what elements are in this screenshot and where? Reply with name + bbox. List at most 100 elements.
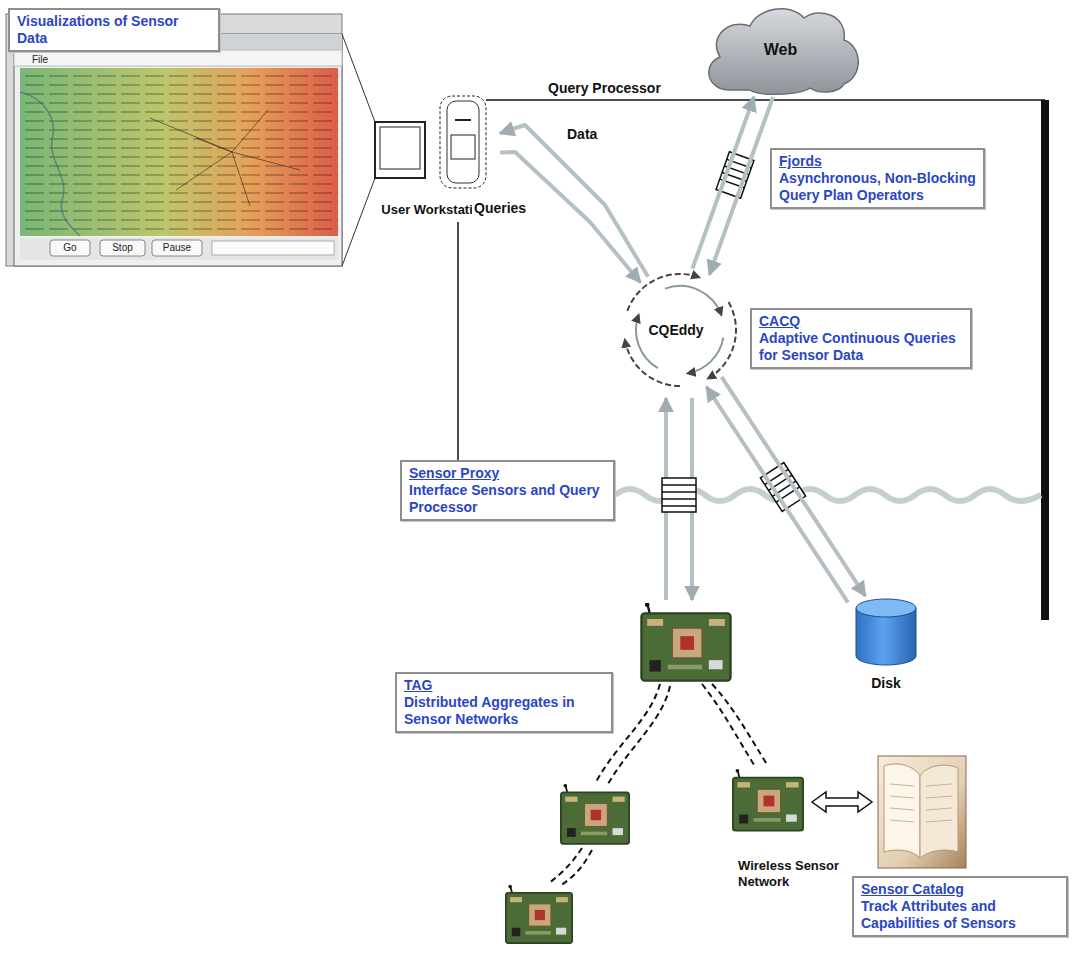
queue-icon-part-part bbox=[662, 498, 696, 500]
callout-box: Visualizations of Sensor Data bbox=[8, 8, 220, 52]
node-title: Sensor Catalog bbox=[861, 881, 1059, 898]
book-cover bbox=[878, 756, 966, 868]
book-lines-part bbox=[926, 784, 952, 786]
node-body: Adaptive Continuous Queries for Sensor D… bbox=[759, 330, 963, 364]
sensor-links-part bbox=[232, 152, 300, 170]
button-label: Stop bbox=[100, 242, 145, 254]
radio-link-part bbox=[548, 848, 582, 884]
node-body: Asynchronous, Non-Blocking Query Plan Op… bbox=[779, 170, 976, 204]
book-lines-part bbox=[926, 820, 952, 822]
zoom-line bbox=[342, 178, 375, 266]
node-title: Visualizations of Sensor Data bbox=[17, 13, 211, 47]
callout-box: Sensor CatalogTrack Attributes and Capab… bbox=[852, 876, 1068, 937]
button bbox=[100, 240, 145, 256]
swirl-arrow bbox=[688, 338, 724, 374]
node-title: CACQ bbox=[759, 313, 963, 330]
status-field bbox=[212, 241, 334, 255]
menu-label: File bbox=[32, 54, 48, 66]
radio-link-part bbox=[702, 684, 756, 768]
node-title: Fjords bbox=[779, 153, 976, 170]
eddy-circle: CQEddy bbox=[618, 268, 742, 392]
node-body: Interface Sensors and Query Processor bbox=[409, 482, 606, 516]
heat-map bbox=[20, 68, 338, 236]
swirl-arrow bbox=[625, 340, 680, 386]
book-lines-part bbox=[890, 796, 914, 798]
radio-link-part bbox=[608, 686, 670, 784]
monitor-screen bbox=[380, 127, 420, 169]
flow-arrow bbox=[692, 97, 753, 269]
flow-arrow bbox=[722, 377, 866, 596]
sensor-mote bbox=[733, 769, 803, 831]
swirl-arrow bbox=[627, 274, 699, 311]
queue-icon bbox=[662, 478, 696, 512]
book-lines-part bbox=[890, 808, 914, 810]
drive-bay bbox=[451, 135, 475, 159]
book-lines-part bbox=[890, 784, 914, 786]
flow-arrow bbox=[500, 152, 640, 282]
sensor-links-part bbox=[176, 152, 232, 190]
sensor-mote bbox=[641, 602, 730, 680]
swirl-arrow bbox=[665, 286, 721, 315]
callout-box: FjordsAsynchronous, Non-Blocking Query P… bbox=[770, 148, 985, 209]
callout-box: Sensor ProxyInterface Sensors and Query … bbox=[400, 460, 615, 521]
book-page bbox=[884, 764, 920, 858]
region-label: Query Processor bbox=[548, 80, 661, 97]
flow-arrow bbox=[709, 97, 773, 275]
sensor-links-part bbox=[232, 152, 250, 206]
query-processor-bar bbox=[1041, 100, 1049, 620]
node-title: Web bbox=[764, 41, 797, 59]
double-arrow bbox=[812, 792, 872, 812]
node-title: TAG bbox=[404, 677, 604, 694]
network-label: Wireless Sensor Network bbox=[738, 858, 848, 890]
button-label: Go bbox=[50, 242, 90, 254]
zoom-line bbox=[342, 34, 375, 122]
sensor-links-part bbox=[196, 138, 232, 152]
node-body: Track Attributes and Capabilities of Sen… bbox=[861, 898, 1059, 932]
node-title: CQEddy bbox=[648, 322, 703, 338]
sensor-mote bbox=[506, 885, 572, 943]
book-picture bbox=[878, 756, 966, 868]
book-lines-part bbox=[890, 820, 914, 822]
radio-link-part bbox=[712, 684, 768, 766]
book-page bbox=[920, 765, 958, 858]
node-title: Sensor Proxy bbox=[409, 465, 606, 482]
flow-arrow bbox=[706, 387, 848, 603]
drive-slot bbox=[455, 119, 471, 121]
queue-icon-part bbox=[662, 478, 696, 512]
book-lines-part bbox=[926, 796, 952, 798]
menu-bar bbox=[14, 50, 342, 66]
front-window bbox=[14, 34, 342, 266]
workstation-icon bbox=[375, 96, 486, 188]
radio-link-part bbox=[560, 850, 592, 886]
web-cloud: Web bbox=[698, 2, 863, 97]
edge-label: Queries bbox=[472, 200, 528, 217]
disk-cylinder: Disk bbox=[848, 596, 924, 692]
button-bar bbox=[20, 238, 338, 260]
sensor-links-part bbox=[232, 110, 268, 152]
value-grid bbox=[20, 68, 338, 236]
disk-shape bbox=[848, 596, 924, 668]
query-processor-boundary bbox=[486, 99, 1045, 101]
sensor-links bbox=[150, 110, 300, 206]
callout-box: CACQAdaptive Continuous Queries for Sens… bbox=[750, 308, 972, 369]
button-label: Pause bbox=[152, 242, 202, 254]
edge-label: Data bbox=[565, 126, 599, 143]
tower bbox=[440, 96, 486, 188]
query-processor-boundary bbox=[457, 222, 459, 460]
node-body: Distributed Aggregates in Sensor Network… bbox=[404, 694, 604, 728]
tower-front bbox=[447, 101, 479, 183]
callout-box: TAGDistributed Aggregates in Sensor Netw… bbox=[395, 672, 613, 733]
queue-icon-part bbox=[662, 485, 696, 506]
book-lines bbox=[890, 784, 952, 822]
node-title: Disk bbox=[871, 675, 901, 692]
sensor-mote bbox=[561, 784, 629, 844]
book-lines-part bbox=[926, 808, 952, 810]
sensor-links-part bbox=[150, 118, 232, 152]
queue-icon-part-part bbox=[662, 484, 696, 486]
map-coast bbox=[20, 92, 80, 236]
button bbox=[50, 240, 90, 256]
queue-icon-part-part bbox=[662, 505, 696, 507]
monitor bbox=[375, 122, 425, 178]
